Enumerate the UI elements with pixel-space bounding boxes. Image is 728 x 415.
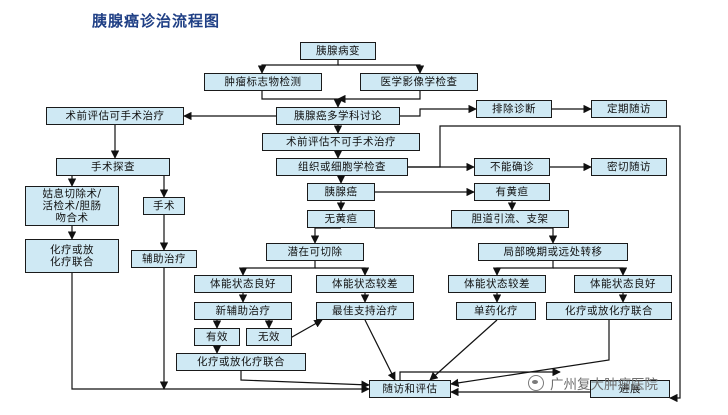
node-poor-performance-left: 体能状态较差 <box>316 275 414 293</box>
connector-27 <box>315 267 370 276</box>
node-effective: 有效 <box>194 328 240 346</box>
watermark-text: 广州复大肿瘤医院 <box>550 377 658 393</box>
connector-6 <box>400 104 477 117</box>
node-undiagnosed: 不能确诊 <box>474 158 550 176</box>
connector-4 <box>337 91 421 104</box>
node-chemo-or-chemoradiation-bottom: 化疗或放化疗联合 <box>176 353 306 371</box>
node-tumor-marker-test: 肿瘤标志物检测 <box>204 73 322 91</box>
connector-39 <box>364 319 396 381</box>
node-chemo-or-chemoradiation-right: 化疗或放化疗联合 <box>546 302 672 320</box>
node-chemo-or-chemoradiation-left: 化疗或放 化疗联合 <box>25 239 119 273</box>
node-progression: 进展 <box>590 380 670 398</box>
connector-26 <box>238 261 316 276</box>
node-exclude-diagnosis: 排除诊断 <box>476 100 552 118</box>
node-potentially-resectable: 潜在可切除 <box>266 243 364 261</box>
connector-25 <box>375 227 558 244</box>
node-locally-advanced-or-metastatic: 局部晚期或远处转移 <box>478 243 628 261</box>
connector-41 <box>450 320 610 388</box>
node-palliative-resection: 姑息切除术/ 活检术/胆肠 吻合术 <box>25 186 119 226</box>
connector-40 <box>429 319 498 381</box>
node-close-followup: 密切随访 <box>591 158 667 176</box>
connector-43 <box>399 367 561 380</box>
node-with-jaundice: 有黄疸 <box>474 183 550 201</box>
connector-17 <box>408 125 681 403</box>
node-ineffective: 无效 <box>246 328 292 346</box>
node-neoadjuvant-therapy: 新辅助治疗 <box>194 302 292 320</box>
connector-1 <box>257 60 339 74</box>
node-pancreatic-lesion: 胰腺病变 <box>300 42 376 60</box>
connector-28 <box>492 261 554 276</box>
connector-22 <box>71 273 370 394</box>
node-regular-followup: 定期随访 <box>591 100 667 118</box>
node-single-agent-chemo: 单药化疗 <box>456 302 536 320</box>
connector-38 <box>240 371 370 389</box>
node-best-supportive-care: 最佳支持治疗 <box>316 302 414 320</box>
node-good-performance-left: 体能状态良好 <box>194 275 292 293</box>
node-good-performance-right: 体能状态良好 <box>574 275 672 293</box>
connector-29 <box>553 267 628 276</box>
node-surgical-exploration: 手术探查 <box>56 158 170 176</box>
node-no-jaundice: 无黄疸 <box>307 210 375 228</box>
wechat-icon <box>528 375 544 391</box>
node-pancreatic-cancer: 胰腺癌 <box>307 183 375 201</box>
connector-3 <box>261 91 343 108</box>
node-preop-inoperable: 术前评估不可手术治疗 <box>262 133 420 151</box>
node-preop-operable: 术前评估可手术治疗 <box>46 107 184 125</box>
node-histology-cytology: 组织或细胞学检查 <box>276 158 408 176</box>
node-biliary-drainage-stent: 胆道引流、支架 <box>451 210 569 228</box>
watermark: 广州复大肿瘤医院 <box>528 373 728 393</box>
node-imaging-exam: 医学影像学检查 <box>360 73 478 91</box>
node-surgery: 手术 <box>143 197 185 215</box>
page-title: 胰腺癌诊治流程图 <box>92 12 221 30</box>
node-mdt-discussion: 胰腺癌多学科讨论 <box>276 107 400 125</box>
node-adjuvant-therapy: 辅助治疗 <box>131 250 197 268</box>
connector-24 <box>310 227 341 244</box>
node-followup-and-evaluation: 随访和评估 <box>369 380 451 398</box>
node-poor-performance-right: 体能状态较差 <box>448 275 546 293</box>
connector-2 <box>338 64 425 74</box>
